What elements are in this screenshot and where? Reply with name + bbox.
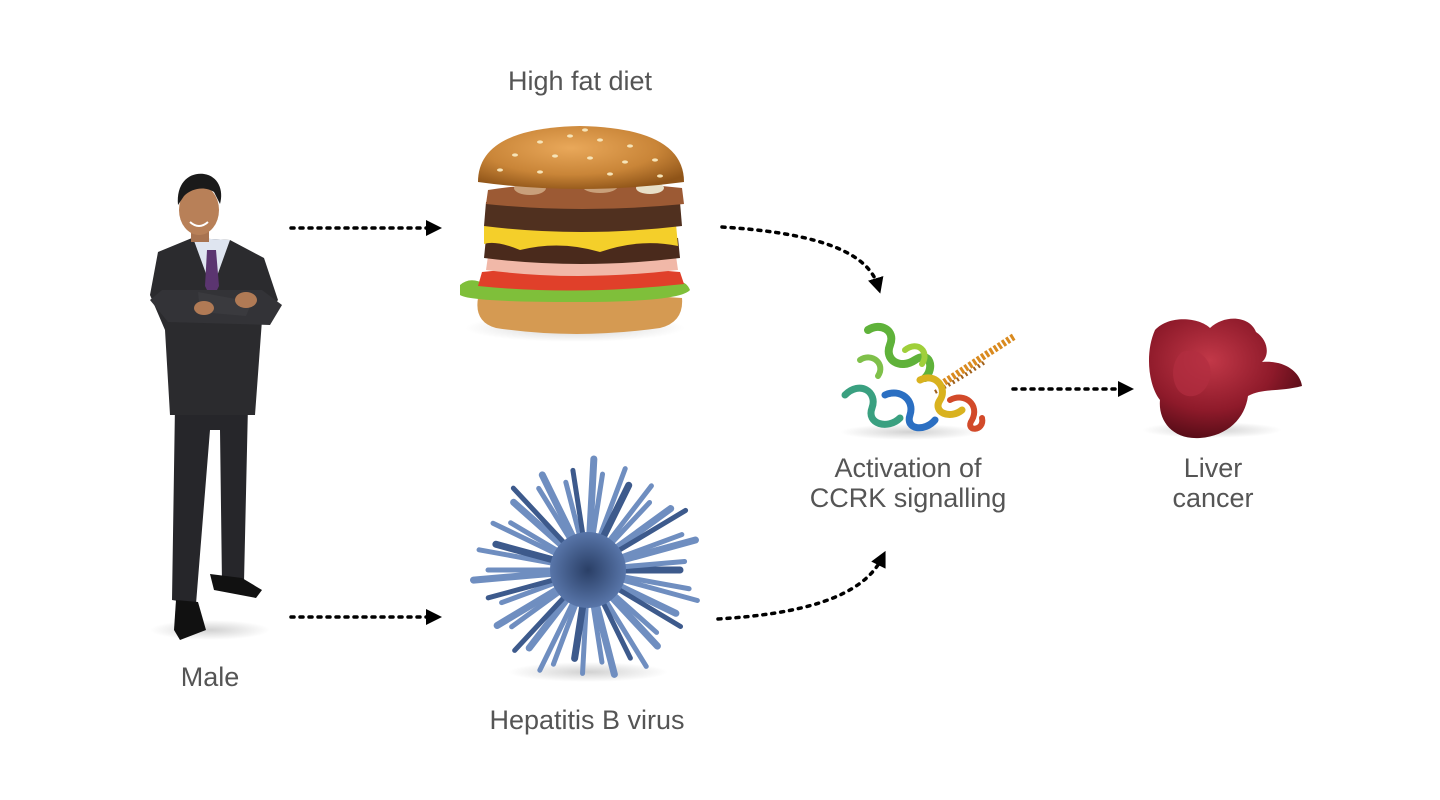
virus-spike (499, 578, 563, 606)
protein-structure-icon (840, 322, 1017, 440)
virus-spike (615, 558, 688, 570)
virus-spike (600, 593, 649, 669)
label-male: Male (181, 662, 240, 692)
arrow-virus-to-ccrk (716, 550, 886, 621)
virus-spike (597, 594, 633, 661)
virus-spike (611, 580, 680, 617)
virus-spike (536, 485, 576, 547)
virus-spike (605, 500, 653, 550)
label-high-fat-diet: High fat diet (508, 66, 653, 96)
virus-spike (537, 594, 579, 673)
businessman-icon (150, 173, 282, 640)
virus-spike (525, 590, 575, 652)
virus-spike (614, 573, 692, 592)
virus-spike (614, 575, 700, 604)
virus-spike (589, 597, 605, 665)
virus-spike (613, 536, 699, 566)
virus-icon (469, 455, 700, 682)
virus-spike (490, 520, 564, 559)
virus-spike (538, 471, 580, 547)
virus-spike (509, 585, 567, 630)
virus-spike (602, 483, 654, 549)
virus-spike (485, 575, 562, 601)
label-liver-line2: cancer (1172, 483, 1253, 513)
virus-spike (610, 507, 689, 557)
virus-spike (589, 471, 606, 543)
virus-spike (607, 588, 660, 635)
virus-spike (492, 540, 563, 566)
virus-spike (596, 481, 633, 547)
virus-spike (595, 466, 628, 545)
label-liver-line1: Liver (1184, 453, 1243, 483)
virus-spike (585, 455, 598, 544)
virus-spike (563, 479, 584, 544)
label-ccrk-line1: Activation of (834, 453, 982, 483)
burger-icon (460, 126, 690, 342)
label-hepatitis-b: Hepatitis B virus (489, 705, 684, 735)
label-ccrk-line2: CCRK signalling (810, 483, 1007, 513)
virus-spike (550, 595, 581, 667)
virus-spike (510, 485, 571, 550)
virus-spike (469, 569, 562, 584)
virus-spike (493, 582, 567, 629)
virus-spike (476, 547, 562, 567)
virus-spike (613, 532, 685, 562)
virus-spike (591, 595, 618, 678)
liver-icon (1142, 318, 1302, 439)
virus-spike (571, 596, 588, 662)
virus-spike (570, 467, 587, 543)
virus-spike (610, 583, 684, 629)
virus-spike (510, 498, 570, 553)
virus-spike (512, 590, 571, 653)
virus-spike (508, 520, 566, 557)
virus-spike (580, 597, 590, 676)
virus-spike (604, 589, 661, 650)
virus-spike (608, 505, 675, 556)
arrow-diet-to-ccrk (720, 225, 884, 294)
